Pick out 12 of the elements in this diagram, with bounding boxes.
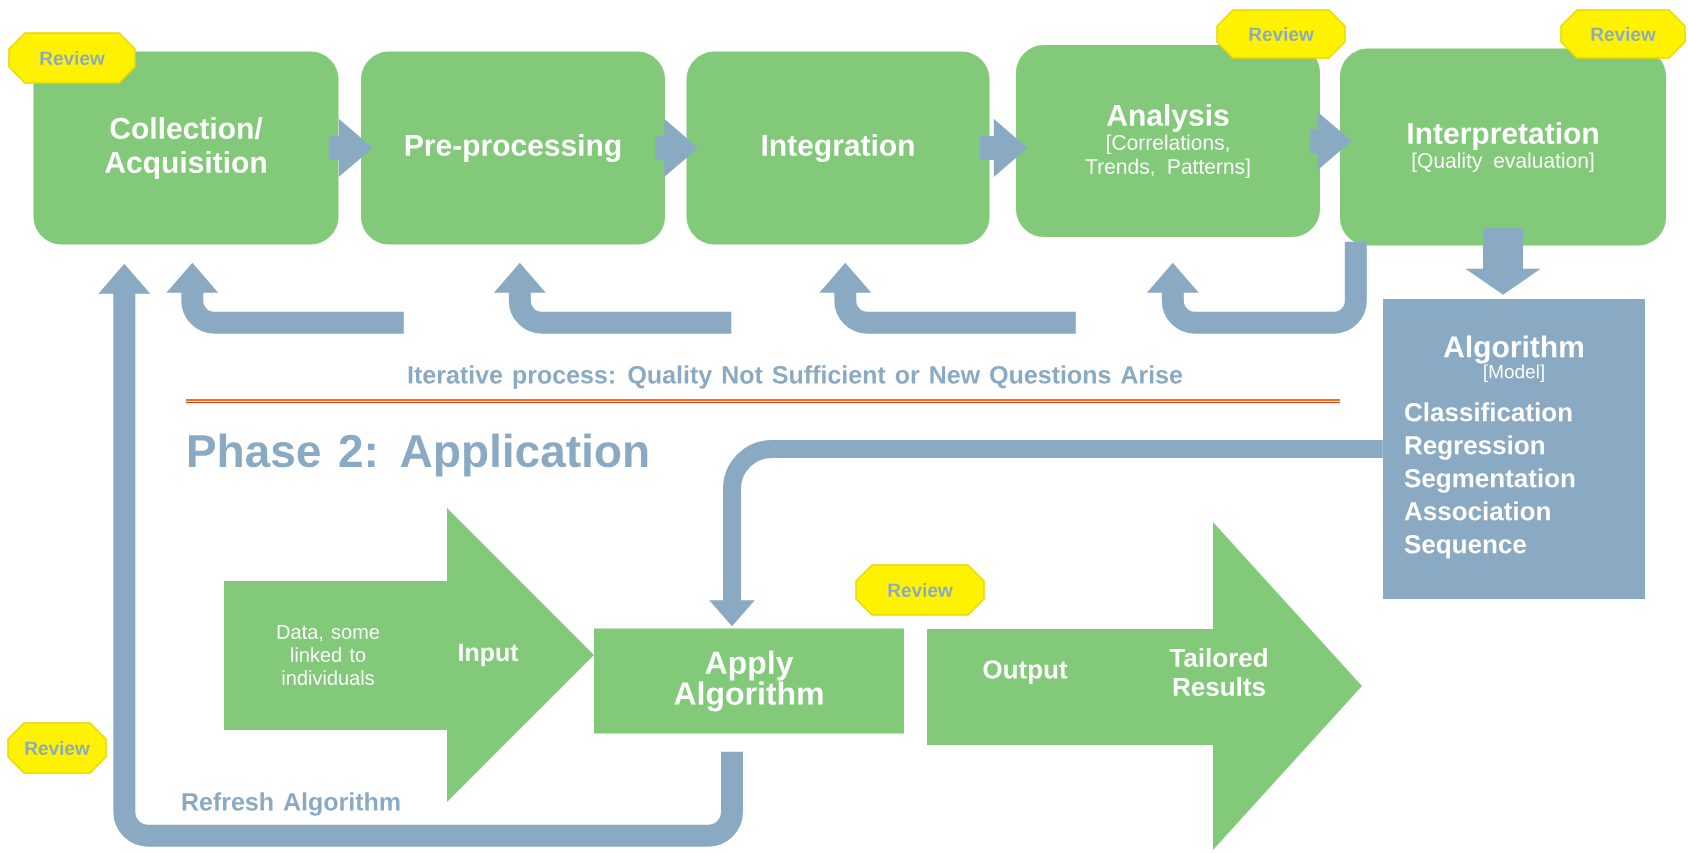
review-badge: Review — [1216, 9, 1346, 59]
process-box: Analysis [Correlations, Trends, Patterns] — [1016, 45, 1320, 237]
review-badge: Review — [1560, 9, 1686, 59]
algorithm-box: Algorithm [Model] Classification Regression Segmentation Association Sequence — [1383, 299, 1645, 599]
review-badge: Review — [7, 722, 107, 774]
note-text: Iterative process: Quality Not Sufficient or New Questions Arise — [408, 365, 1183, 389]
review-badge: Review — [8, 32, 136, 84]
process-box: Pre-processing — [361, 51, 665, 245]
process-box: Integration — [686, 51, 990, 245]
process-box: Interpretation [Quality evaluation] — [1340, 48, 1666, 246]
review-badge: Review — [855, 564, 985, 616]
process-box: Apply Algorithm — [594, 628, 904, 734]
